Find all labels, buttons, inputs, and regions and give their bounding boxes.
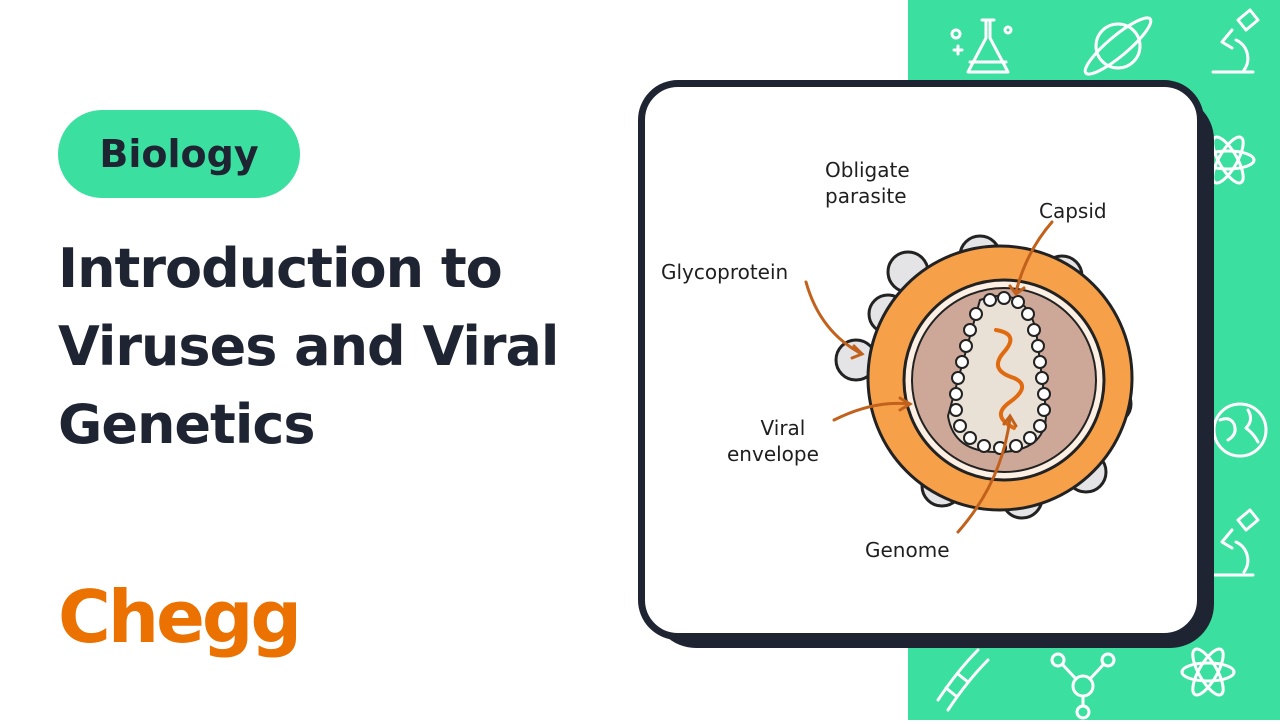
planet-icon: [1083, 16, 1153, 76]
microscope-icon-2: [1211, 508, 1260, 577]
subject-badge-label: Biology: [99, 132, 259, 176]
title-line-1: Introduction to: [58, 237, 503, 300]
subject-badge: Biology: [58, 110, 300, 198]
label-arrows: [804, 220, 1054, 534]
title-line-2: Viruses and Viral: [58, 315, 559, 378]
atom-icon-2: [1180, 647, 1236, 697]
label-glycoprotein: Glycoprotein: [661, 260, 789, 284]
label-genome: Genome: [865, 538, 950, 562]
label-obligate-line-2: parasite: [825, 184, 907, 208]
label-envelope-line-2: envelope: [727, 442, 819, 466]
genome-strand: [994, 328, 1024, 430]
molecule-icon: [1050, 652, 1116, 720]
globe-icon: [1212, 402, 1268, 458]
science-icons-pattern: [936, 8, 1268, 720]
virus-diagram: [804, 220, 1134, 534]
video-title: Introduction to Viruses and Viral Geneti…: [58, 230, 618, 464]
chegg-logo: Chegg: [58, 575, 302, 659]
microscope-icon: [1211, 8, 1260, 74]
flask-icon: [950, 18, 1013, 74]
label-viral-envelope: Viral envelope: [727, 415, 819, 467]
title-line-3: Genetics: [58, 393, 316, 456]
label-obligate-line-1: Obligate: [825, 158, 910, 182]
virus-diagram-card: Obligate parasite Capsid Glycoprotein Vi…: [638, 80, 1204, 640]
label-envelope-line-1: Viral: [760, 416, 806, 440]
label-capsid: Capsid: [1039, 199, 1107, 223]
dna-icon: [936, 648, 990, 712]
label-obligate-parasite: Obligate parasite: [825, 157, 910, 209]
capsid-beads: [949, 291, 1051, 455]
